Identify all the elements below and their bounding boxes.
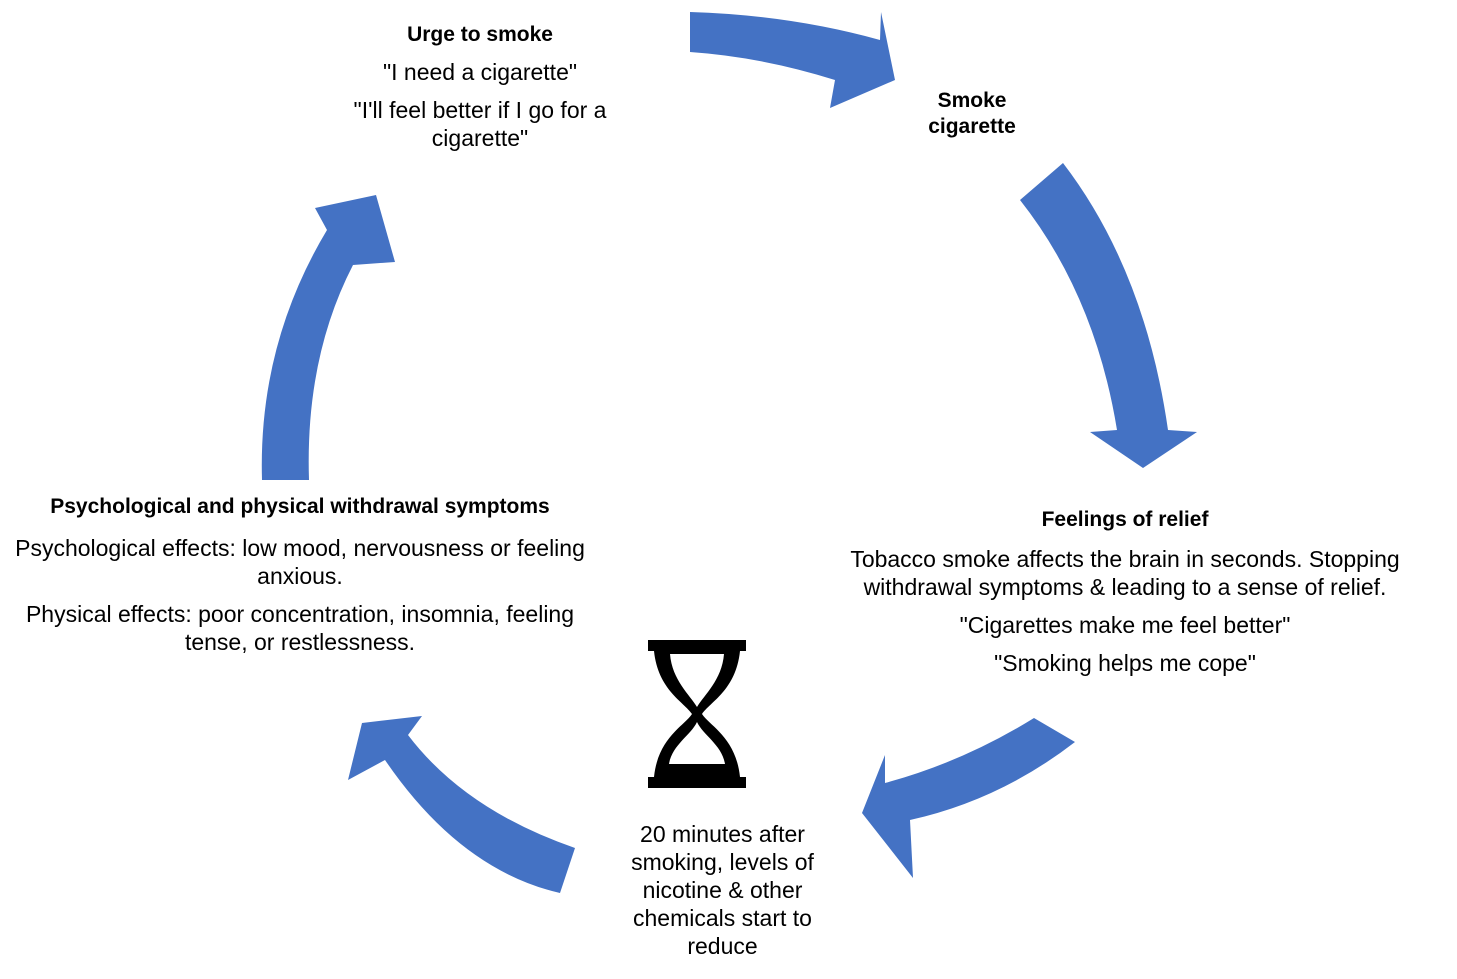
arrow-urge-to-smoke-icon <box>690 12 895 108</box>
withdrawal-physical: Physical effects: poor concentration, in… <box>25 600 575 655</box>
relief-quote-2: "Smoking helps me cope" <box>994 649 1256 676</box>
hourglass-icon <box>648 640 746 788</box>
relief-description: Tobacco smoke affects the brain in secon… <box>850 545 1400 600</box>
urge-block: Urge to smoke "I need a cigarette" "I'll… <box>320 22 640 152</box>
twenty-minutes-text: 20 minutes after smoking, levels of nico… <box>631 821 814 960</box>
smoke-block: Smoke cigarette <box>912 88 1032 139</box>
relief-quote-1: "Cigarettes make me feel better" <box>959 611 1291 638</box>
arrow-twenty-to-withdrawal-icon <box>348 716 575 893</box>
arrow-smoke-to-relief-icon <box>1020 163 1197 468</box>
withdrawal-title: Psychological and physical withdrawal sy… <box>50 495 550 518</box>
withdrawal-psychological: Psychological effects: low mood, nervous… <box>15 534 585 589</box>
withdrawal-block: Psychological and physical withdrawal sy… <box>0 494 600 656</box>
urge-title: Urge to smoke <box>407 23 553 46</box>
urge-quote-1: "I need a cigarette" <box>382 58 578 85</box>
arrow-relief-to-twenty-icon <box>862 718 1075 878</box>
relief-title: Feelings of relief <box>1041 508 1209 531</box>
urge-quote-2: "I'll feel better if I go for a cigarett… <box>353 96 607 151</box>
arrow-withdrawal-to-urge-icon <box>261 195 395 480</box>
smoke-title: Smoke cigarette <box>928 89 1016 138</box>
twenty-minutes-block: 20 minutes after smoking, levels of nico… <box>605 820 840 960</box>
relief-block: Feelings of relief Tobacco smoke affects… <box>800 507 1450 677</box>
